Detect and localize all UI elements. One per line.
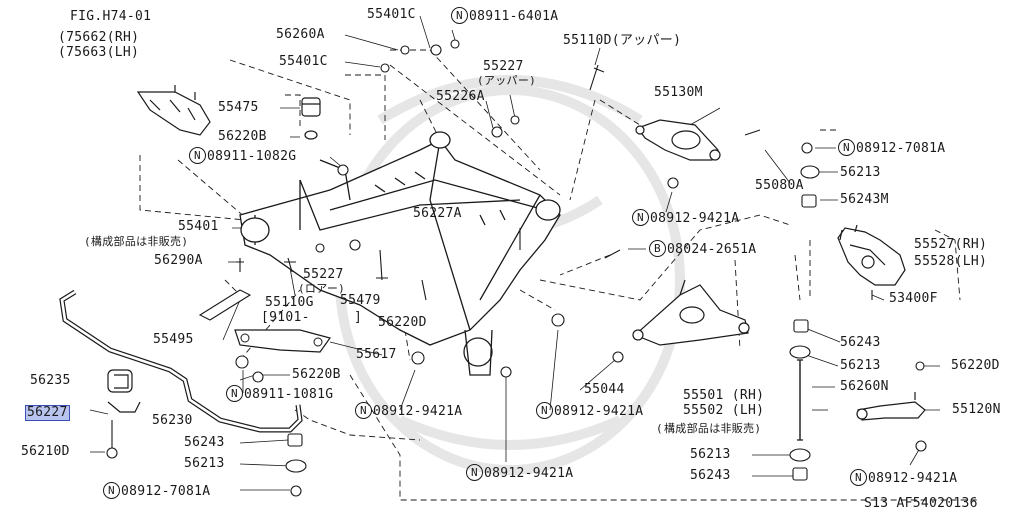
part-label-56243-r3: 56243 xyxy=(690,468,731,483)
dashed-reference-lines xyxy=(139,49,980,501)
n-mark-icon: N xyxy=(355,402,372,419)
lateral-link xyxy=(856,392,926,421)
n-mark-icon: N xyxy=(850,469,867,486)
clamp-56227 xyxy=(107,401,141,413)
part-label-56210d: 56210D xyxy=(21,444,70,459)
part-label-55044: 55044 xyxy=(584,382,625,397)
part-label-55617: 55617 xyxy=(356,347,397,362)
part-label-75662: (75662(RH) xyxy=(58,30,140,45)
part-label-55110d: 55110D(アッパー) xyxy=(563,33,682,48)
n-mark-icon: N xyxy=(189,147,206,164)
plate-55495 xyxy=(198,289,252,321)
nuts-and-washers xyxy=(106,39,927,497)
part-label-56227-highlighted[interactable]: 56227 xyxy=(25,405,70,421)
model-range: [9101- xyxy=(261,310,310,325)
part-label-56220d-right: 56220D xyxy=(951,358,1000,373)
part-label-55527: 55527(RH) xyxy=(914,237,988,252)
part-label-56260a: 56260A xyxy=(276,27,325,42)
not-sold-note-2: 構成部品は非販売) xyxy=(664,422,762,435)
figure-reference: FIG.H74-01 xyxy=(70,9,152,24)
n-mark-icon: N xyxy=(536,402,553,419)
knuckle-bracket xyxy=(837,224,906,286)
n-mark-icon: N xyxy=(632,209,649,226)
part-label-56243m: 56243M xyxy=(840,192,889,207)
part-label-56220b-top: 56220B xyxy=(218,129,267,144)
bracket-55617 xyxy=(234,329,331,353)
part-label-55479: 55479 xyxy=(340,293,381,308)
b-mark-icon: B xyxy=(649,240,666,257)
lower-note: (ロアー) xyxy=(298,282,346,295)
part-label-56243-r2: 56243 xyxy=(840,335,881,350)
part-label-55401c-top: 55401C xyxy=(367,7,416,22)
part-label-56230: 56230 xyxy=(152,413,193,428)
stud-bolts xyxy=(111,64,873,448)
part-label-56213-left: 56213 xyxy=(184,456,225,471)
part-label-56235: 56235 xyxy=(30,373,71,388)
bushing-56235 xyxy=(107,369,133,393)
rear-crossmember xyxy=(239,131,561,376)
part-label-55130m: 55130M xyxy=(654,85,703,100)
part-label-56290a: 56290A xyxy=(154,253,203,268)
n-mark-icon: N xyxy=(466,464,483,481)
n-mark-icon: N xyxy=(226,385,243,402)
part-label-56243-left: 56243 xyxy=(184,435,225,450)
part-label-75663: 75663(LH) xyxy=(66,45,140,60)
paren-mark-2: ( xyxy=(656,422,663,435)
diagram-code: S13 AF54020136 xyxy=(864,496,978,511)
part-label-55475: 55475 xyxy=(218,100,259,115)
part-label-55227-lower: 55227 xyxy=(303,267,344,282)
part-label-55227-upper: 55227 xyxy=(483,59,524,74)
not-sold-note-1: (構成部品は非販売) xyxy=(84,235,189,248)
upper-arm xyxy=(635,119,721,161)
part-label-53400f: 53400F xyxy=(889,291,938,306)
part-label-55528: 55528(LH) xyxy=(914,254,988,269)
part-label-55080a: 55080A xyxy=(755,178,804,193)
part-label-56227a: 56227A xyxy=(413,206,462,221)
part-label-55502: 55502 (LH) xyxy=(683,403,765,418)
n-mark-icon: N xyxy=(103,482,120,499)
part-label-56213-r3: 56213 xyxy=(690,447,731,462)
part-label-56220d-mid: 56220D xyxy=(378,315,427,330)
part-label-56220b-low: 56220B xyxy=(292,367,341,382)
part-label-55401: 55401 xyxy=(178,219,219,234)
reinforcement-bracket xyxy=(136,85,211,136)
part-label-55226a: 55226A xyxy=(436,89,485,104)
lower-arm xyxy=(632,279,750,346)
part-label-56213-r1: 56213 xyxy=(840,165,881,180)
part-label-56260n: 56260N xyxy=(840,379,889,394)
bushing-55475 xyxy=(301,97,321,140)
part-label-55495: 55495 xyxy=(153,332,194,347)
part-label-56213-r2: 56213 xyxy=(840,358,881,373)
n-mark-icon: N xyxy=(838,139,855,156)
part-label-55501: 55501 (RH) xyxy=(683,388,765,403)
upper-note: (アッパー) xyxy=(477,74,537,87)
part-label-55110g: 55110G xyxy=(265,295,314,310)
part-label-55120n: 55120N xyxy=(952,402,1001,417)
model-range-close: ] xyxy=(354,310,363,325)
n-mark-icon: N xyxy=(451,7,468,24)
part-label-55401c-mid: 55401C xyxy=(279,54,328,69)
paren-mark: ( xyxy=(58,45,67,60)
